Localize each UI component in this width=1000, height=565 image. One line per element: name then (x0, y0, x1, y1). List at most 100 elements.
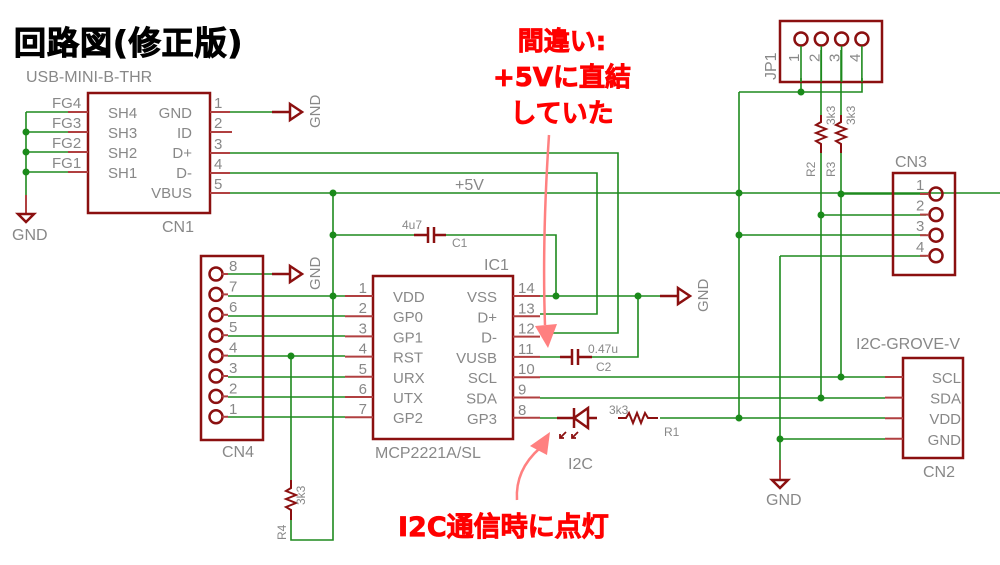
led-i2c: I2C (557, 405, 597, 473)
ic1-pin-number: 3 (359, 320, 367, 337)
cn3-pin-number: 1 (916, 177, 924, 194)
capacitor-c1: 4u7 C1 (402, 218, 468, 250)
ic1-mcp2221a: IC1 1VDD2GP03GP14RST5URX6UTX7GP214VSS13D… (345, 257, 540, 462)
junction-dot (329, 189, 337, 197)
cn4-pin-number: 3 (229, 360, 237, 377)
junction-dot (837, 190, 845, 198)
junction-dot (817, 211, 825, 219)
cn4-pin-hole (208, 286, 224, 303)
jp1-pin-number: 4 (847, 54, 864, 62)
cn1-part-label: USB-MINI-B-THR (26, 69, 152, 86)
junction-dot (287, 352, 295, 360)
c1-wire (333, 234, 557, 296)
cn1-pin-label: VBUS (151, 185, 192, 202)
ic1-pin-name: URX (393, 370, 425, 387)
cn4-pin-hole (208, 347, 224, 364)
resistor-r3: 3k3 R3 (824, 105, 858, 177)
jp1-body (778, 19, 884, 84)
junction-dot (22, 128, 30, 136)
cn1-pin-number: 5 (214, 176, 222, 193)
cn4-pin-number: 2 (229, 380, 237, 397)
capacitor-icon (560, 349, 592, 365)
annotation-arrows (515, 134, 557, 501)
r3-ref: R3 (824, 161, 838, 177)
c1-value: 4u7 (402, 218, 422, 232)
cn1-fg-label: FG2 (52, 135, 81, 152)
junction-dot (634, 292, 642, 300)
jp1-pin-hole (813, 31, 830, 47)
ic1-pin-number: 7 (359, 401, 367, 418)
cn1-left-pins (68, 111, 88, 173)
ic1-pin-name: GP2 (393, 410, 423, 427)
shield-wire (25, 111, 70, 205)
resistor-icon (618, 410, 658, 426)
jp1-ref: JP1 (763, 52, 780, 80)
ic1-part-label: MCP2221A/SL (375, 445, 481, 462)
cn3-pin-number: 4 (916, 239, 924, 256)
junction-dot (776, 435, 784, 443)
gnd-label: GND (766, 492, 802, 509)
cn1-ref-label: CN1 (162, 219, 194, 236)
r4-ref: R4 (275, 524, 289, 540)
mistake-note-line: していた (510, 99, 614, 130)
gnd-icon (660, 285, 693, 307)
cn4-pin-hole (208, 327, 224, 343)
cn3-ref: CN3 (895, 154, 927, 171)
led-icon (557, 405, 597, 431)
dminus-wire (230, 172, 598, 315)
gnd-icon (272, 263, 305, 285)
jp1-pin-hole (793, 31, 809, 47)
gnd-icon (272, 101, 305, 123)
ic1-pin-number: 8 (518, 402, 526, 419)
cn1-sh-label: SH1 (108, 165, 137, 182)
cn4-pin-hole (208, 266, 224, 282)
jp1-pin-hole (833, 31, 850, 47)
dplus-wire (230, 152, 619, 334)
led-arrow-head (530, 432, 550, 455)
ic1-pin-name: GP3 (467, 411, 497, 428)
jp1-pin-number: 1 (786, 54, 803, 62)
ic1-pin-name: GP0 (393, 309, 423, 326)
ic1-pin-name: SCL (468, 370, 497, 387)
ic1-pin-name: D+ (477, 309, 497, 326)
c2-value: 0.47u (588, 342, 618, 356)
junction-dot (837, 373, 845, 381)
ic1-pin-number: 14 (518, 280, 535, 297)
c2-ref: C2 (596, 360, 612, 374)
mistake-annotation: 間違い: +5Vに直結 していた (482, 24, 642, 132)
mistake-note-line: +5Vに直結 (493, 63, 632, 94)
ic1-pin-number: 5 (359, 361, 367, 378)
gnd-icon (14, 212, 38, 224)
ic1-pin-name: RST (393, 350, 423, 367)
cn1-pin-label: D- (176, 165, 192, 182)
cn4-pin-number: 4 (229, 340, 237, 357)
ic1-pin-name: UTX (393, 390, 423, 407)
wires (25, 50, 1000, 541)
cn1-fg-label: FG4 (52, 95, 81, 112)
gnd-symbol-cn4: GND (272, 257, 324, 291)
capacitor-icon (414, 227, 446, 243)
junction-dot (22, 168, 30, 176)
ic1-pin-number: 13 (518, 300, 535, 317)
junction-dot (735, 414, 743, 422)
ic1-pin-number: 2 (359, 300, 367, 317)
cn1-pin-number: 2 (214, 115, 222, 132)
cn4-pin-hole (208, 368, 224, 384)
cn2-pin-name: SCL (932, 370, 961, 387)
gnd-label: GND (307, 257, 324, 291)
gnd-label: GND (695, 279, 712, 313)
cn3-pin4-wire (779, 255, 926, 462)
resistor-icon (833, 115, 849, 153)
cn1-fg-label: FG1 (52, 155, 81, 172)
ic1-pin-number: 12 (518, 321, 535, 338)
ic1-pin-number: 9 (518, 382, 526, 399)
cn1-pin-label: D+ (172, 145, 192, 162)
page-title: 回路図(修正版) (13, 24, 244, 63)
plus5v-net-label: +5V (455, 177, 484, 194)
r1-ref: R1 (664, 425, 680, 439)
